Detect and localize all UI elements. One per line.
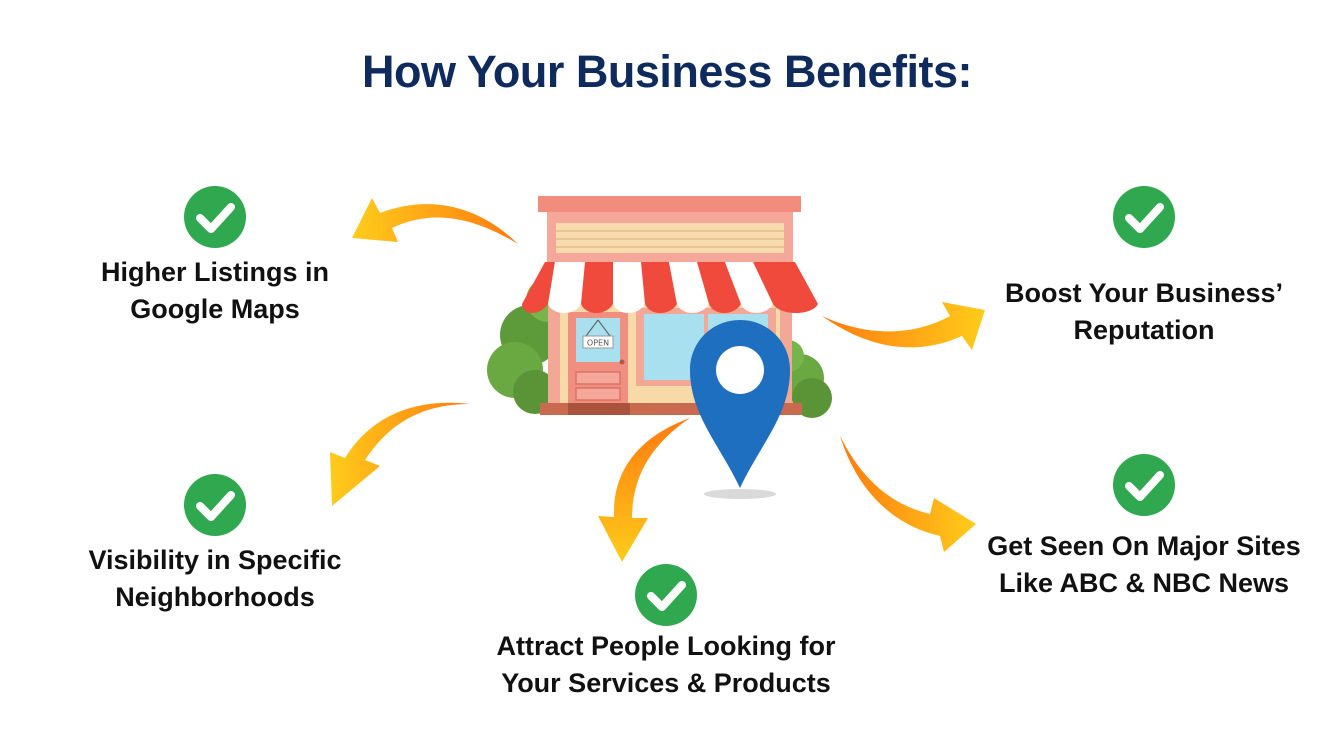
page-title: How Your Business Benefits:: [362, 46, 972, 97]
benefit-label: Attract People Looking for Your Services…: [496, 631, 836, 698]
benefit-neighborhoods: Visibility in Specific Neighborhoods: [60, 474, 370, 616]
check-circle-icon: [1113, 454, 1175, 516]
benefit-label: Higher Listings in Google Maps: [100, 257, 329, 324]
check-circle-icon: [184, 186, 246, 248]
benefit-reputation: Boost Your Business’ Reputation: [972, 186, 1316, 349]
benefit-label: Visibility in Specific Neighborhoods: [88, 545, 342, 612]
benefit-google-maps: Higher Listings in Google Maps: [62, 186, 368, 328]
arrow-bottom-left: [330, 402, 470, 506]
benefit-label: Boost Your Business’ Reputation: [1004, 278, 1284, 345]
open-sign: OPEN: [587, 339, 609, 348]
awning: [522, 262, 818, 313]
arrow-bottom-center: [598, 418, 690, 562]
check-circle-icon: [184, 474, 246, 536]
benefit-major-sites: Get Seen On Major Sites Like ABC & NBC N…: [972, 454, 1316, 602]
check-circle-icon: [1113, 186, 1175, 248]
benefit-attract-people: Attract People Looking for Your Services…: [496, 564, 836, 702]
arrow-bottom-right: [840, 436, 976, 552]
arrow-top-right: [822, 302, 985, 350]
arrow-top-left: [352, 198, 518, 244]
map-pin-icon: [690, 320, 790, 499]
benefit-label: Get Seen On Major Sites Like ABC & NBC N…: [987, 531, 1301, 598]
check-circle-icon: [635, 564, 697, 626]
